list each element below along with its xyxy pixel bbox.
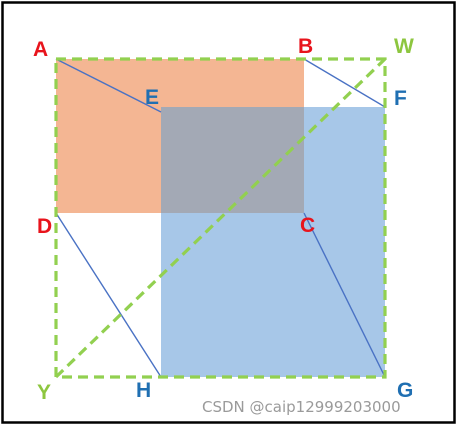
label-e: E [145, 86, 159, 109]
line-d-h [55, 212, 162, 378]
line-a-e [55, 58, 162, 113]
line-b-f [303, 58, 386, 108]
line-c-g [303, 212, 386, 378]
label-b: B [298, 35, 313, 58]
label-y: Y [37, 381, 51, 404]
label-c: C [300, 214, 315, 237]
dashed-green-square [54, 57, 387, 379]
label-w: W [394, 35, 414, 58]
label-h: H [136, 379, 151, 402]
label-d: D [37, 215, 52, 238]
label-a: A [33, 38, 48, 61]
watermark: CSDN @caip12999203000 [202, 398, 401, 416]
label-g: G [397, 379, 413, 402]
dashed-diagonal-y-w [54, 57, 387, 379]
label-f: F [394, 87, 407, 110]
